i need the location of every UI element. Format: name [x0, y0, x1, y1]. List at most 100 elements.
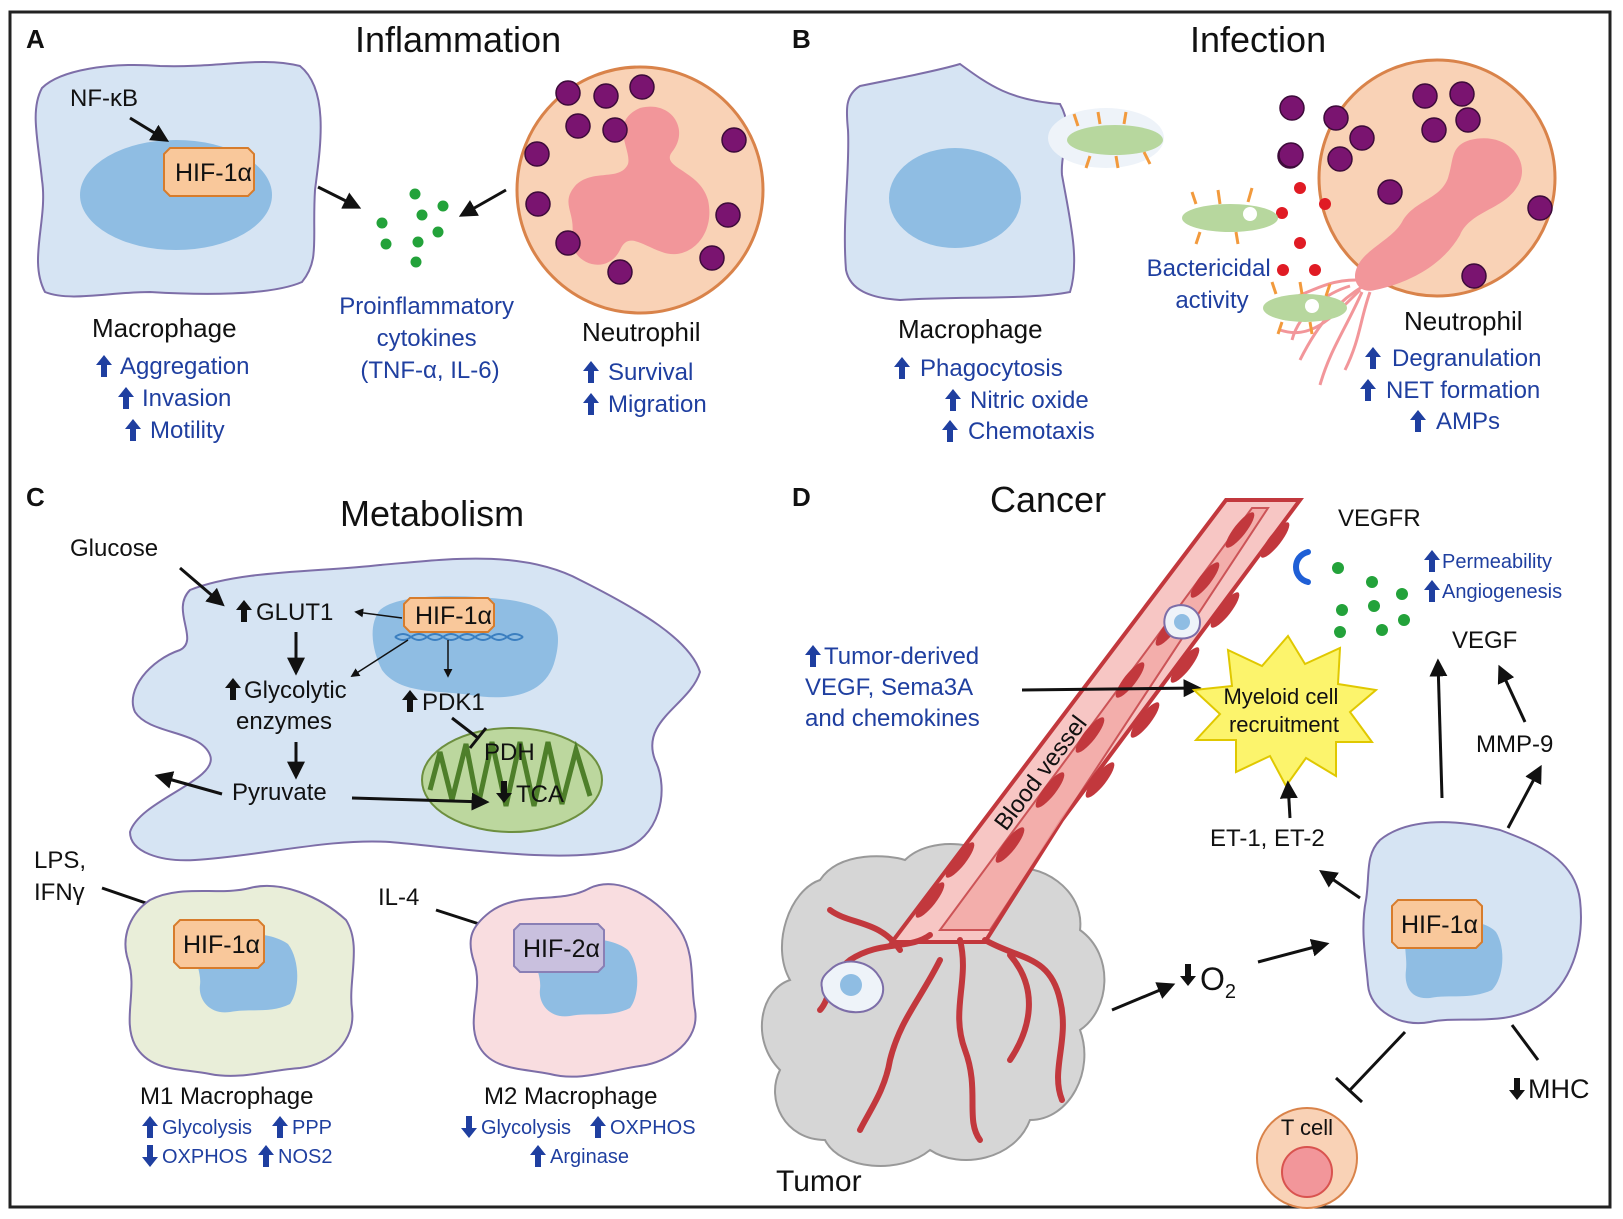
o2-to-cell-arrow [1257, 938, 1330, 964]
pyruvate-export-arrow [154, 771, 223, 796]
macrophage-label-a: Macrophage [92, 313, 237, 343]
il4-label: IL-4 [378, 884, 419, 911]
panel-d: D Cancer [760, 479, 1590, 1209]
panel-b: B Infection [792, 19, 1557, 445]
mmp9-to-vegf-arrow [1497, 664, 1527, 723]
m2-oxphos: OXPHOS [610, 1117, 696, 1139]
vegfr-label: VEGFR [1338, 505, 1421, 532]
m1-nos2: NOS2 [278, 1146, 332, 1168]
m2-arginase: Arginase [550, 1146, 629, 1168]
effect-phagocytosis: Phagocytosis [920, 355, 1063, 382]
neutrophil-nucleus [568, 106, 710, 265]
m1-ppp: PPP [292, 1117, 332, 1139]
pyruvate-to-tca-arrow [351, 792, 490, 811]
effect-nitric-oxide: Nitric oxide [970, 387, 1089, 414]
tumor-derived-arrow [1021, 679, 1202, 698]
vegfr-receptor-icon [1293, 549, 1311, 585]
m1-oxphos: OXPHOS [162, 1146, 248, 1168]
panel-a-letter: A [26, 24, 45, 54]
glucose-label: Glucose [70, 535, 158, 562]
lps-label: LPS, IFNγ [34, 847, 93, 906]
bacterium-phagocytosed [1067, 111, 1163, 169]
effect-migration: Migration [608, 391, 707, 418]
hif-to-glycolytic-arrow [350, 639, 409, 677]
effect-motility: Motility [150, 417, 225, 444]
cell-to-permeability-arrow [1429, 658, 1448, 799]
tcell: T cell [1256, 1107, 1358, 1209]
mmp9-label: MMP-9 [1476, 731, 1553, 758]
hif2-box: HIF-2α [513, 923, 605, 973]
m2-label: M2 Macrophage [484, 1083, 657, 1110]
hif-box-a: HIF-1α [163, 147, 255, 197]
et-to-myeloid-arrow [1279, 780, 1298, 819]
panel-b-letter: B [792, 24, 811, 54]
cytokine-dots [376, 188, 449, 268]
hif-label-d: HIF-1α [1401, 911, 1478, 939]
hif-label-c: HIF-1α [415, 602, 492, 630]
dna-strand-2 [394, 633, 524, 641]
cytokines-label: Proinflammatory cytokines (TNF-α, IL-6) [339, 293, 520, 384]
panel-a: A Inflammation NF-κB HIF-1α Proinflammat… [26, 19, 765, 444]
tcell-label: T cell [1281, 1115, 1333, 1140]
cytokine-arrow-left [317, 185, 362, 209]
cell-to-mhc-arrow [1510, 1024, 1540, 1061]
effect-aggregation: Aggregation [120, 353, 249, 380]
macrophage-label-b: Macrophage [898, 314, 1043, 344]
effect-amps: AMPs [1436, 408, 1500, 435]
et-label: ET-1, ET-2 [1210, 825, 1325, 852]
hif-to-glut1-arrow [354, 608, 403, 619]
m2-glycolysis: Glycolysis [481, 1117, 571, 1139]
mhc-label: MHC [1528, 1074, 1590, 1104]
panel-c-title: Metabolism [340, 493, 524, 534]
tumor-derived-label: Tumor-derived VEGF, Sema3A and chemokine… [805, 643, 986, 732]
circulating-cell [1163, 604, 1202, 640]
permeability-label: Permeability [1442, 551, 1552, 573]
angiogenesis-label: Angiogenesis [1442, 581, 1562, 603]
cell-to-mmp9-arrow [1506, 764, 1542, 829]
effect-net-formation: NET formation [1386, 377, 1540, 404]
panel-c: C Metabolism HIF-1α Glucose GLUT1 Glycol… [26, 482, 702, 1168]
neutrophil-label-a: Neutrophil [582, 317, 701, 347]
neutrophil-label-b: Neutrophil [1404, 306, 1523, 336]
pdk1-inhibits-pdh [451, 716, 488, 749]
effect-survival: Survival [608, 359, 693, 386]
tumor-to-o2-arrow [1111, 982, 1176, 1012]
myeloid-label: Myeloid cell recruitment [1223, 684, 1344, 737]
panel-c-letter: C [26, 482, 45, 512]
tca-label: TCA [516, 781, 564, 808]
hif-label-m1: HIF-1α [183, 931, 260, 959]
tumor-vessels [817, 907, 1066, 1143]
pdh-label: PDH [484, 739, 535, 766]
glut1-label: GLUT1 [256, 599, 333, 626]
neutrophil-nucleus-b [1354, 138, 1523, 291]
panel-d-title: Cancer [990, 479, 1106, 520]
glycolytic-label: Glycolytic enzymes [236, 677, 353, 735]
m1-glycolysis: Glycolysis [162, 1117, 252, 1139]
nfkb-label: NF-κB [70, 85, 138, 112]
hif-box-m1: HIF-1α [173, 919, 265, 969]
vegf-label: VEGF [1452, 627, 1517, 654]
tumor-label: Tumor [776, 1165, 862, 1198]
pdk1-label: PDK1 [422, 689, 485, 716]
macrophage-nucleus-b [889, 148, 1021, 248]
nfkb-arrow [129, 116, 170, 142]
hif-label-a: HIF-1α [175, 159, 252, 187]
bacterium-1 [1182, 187, 1278, 245]
o2-label: O2 [1200, 961, 1236, 1003]
hif-box-c: HIF-1α [403, 597, 495, 633]
tumor-cell [820, 960, 885, 1014]
cell-inhibits-tcell [1334, 1030, 1407, 1104]
endothelial-cells [915, 512, 1290, 918]
effect-chemotaxis: Chemotaxis [968, 418, 1095, 445]
vegf-dots [1332, 562, 1410, 638]
glucose-arrow [179, 566, 225, 607]
cell-to-et-arrow [1319, 869, 1361, 900]
panel-b-title: Infection [1190, 19, 1326, 60]
panel-d-letter: D [792, 482, 811, 512]
panel-a-title: Inflammation [355, 19, 561, 60]
hif-box-d: HIF-1α [1391, 899, 1483, 949]
effect-degranulation: Degranulation [1392, 345, 1541, 372]
bacterium-2 [1263, 281, 1347, 335]
effect-invasion: Invasion [142, 385, 231, 412]
